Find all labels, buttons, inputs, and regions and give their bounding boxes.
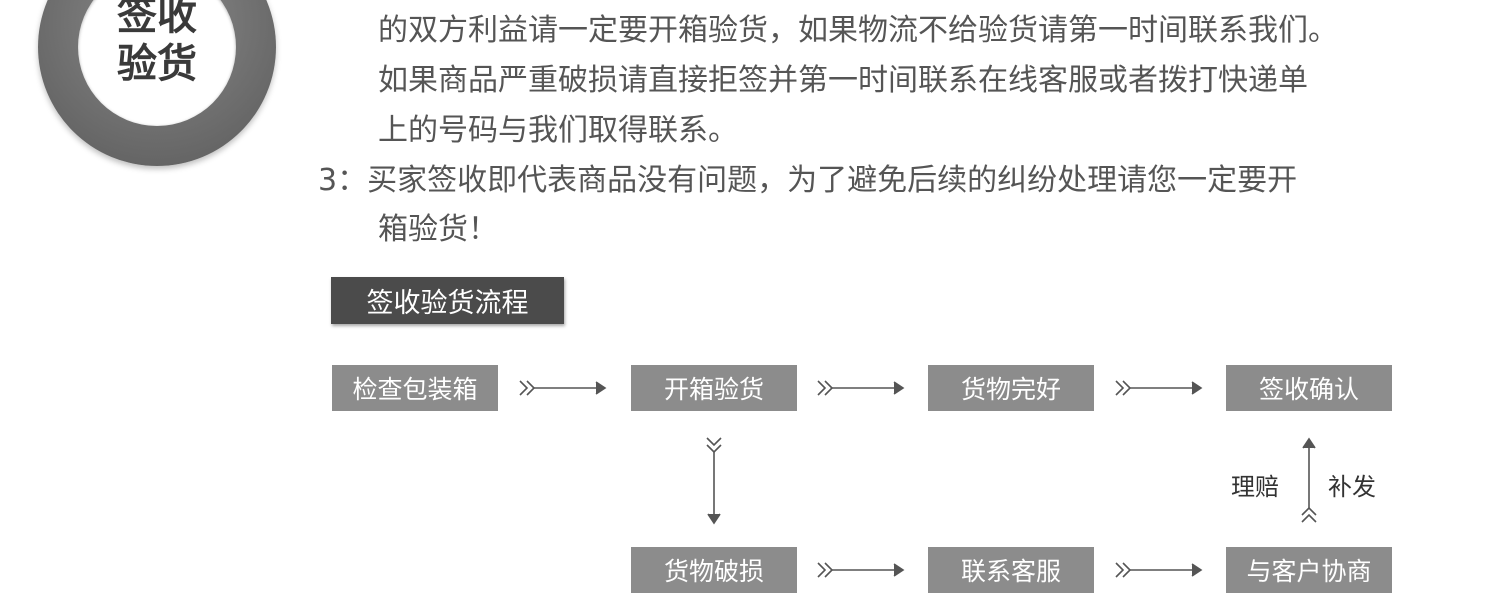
flow-title: 签收验货流程 (331, 277, 564, 324)
claim-label: 理赔 (1231, 473, 1279, 501)
step-goods-damaged: 货物破损 (631, 547, 797, 593)
paragraph-line-2: 如果商品严重破损请直接拒签并第一时间联系在线客服或者拨打快递单 (378, 63, 1308, 98)
badge-line-2: 验货 (117, 41, 197, 87)
sign-inspect-badge: 签收 验货 (38, 0, 276, 166)
reissue-label: 补发 (1328, 473, 1376, 501)
step-goods-intact: 货物完好 (928, 365, 1094, 411)
step-open-inspect: 开箱验货 (631, 365, 797, 411)
arrow-right-icon (817, 562, 905, 578)
arrow-up-icon (1301, 437, 1317, 523)
badge-line-1: 签收 (117, 0, 197, 39)
paragraph-item-3: 3：买家签收即代表商品没有问题，为了避免后续的纠纷处理请您一定要开 (318, 163, 1298, 198)
step-contact-service: 联系客服 (928, 547, 1094, 593)
step-sign-confirm: 签收确认 (1226, 365, 1392, 411)
arrow-right-icon (1115, 562, 1203, 578)
arrow-down-icon (706, 437, 722, 525)
arrow-right-icon (817, 380, 905, 396)
arrow-right-icon (519, 380, 607, 396)
badge-inner-circle (78, 0, 236, 126)
step-check-box: 检查包装箱 (332, 365, 498, 411)
paragraph-line-3: 上的号码与我们取得联系。 (378, 113, 738, 148)
arrow-right-icon (1115, 380, 1203, 396)
paragraph-line-5: 箱验货！ (378, 212, 498, 247)
step-negotiate: 与客户协商 (1226, 547, 1392, 593)
paragraph-line-1: 的双方利益请一定要开箱验货，如果物流不给验货请第一时间联系我们。 (378, 13, 1338, 48)
